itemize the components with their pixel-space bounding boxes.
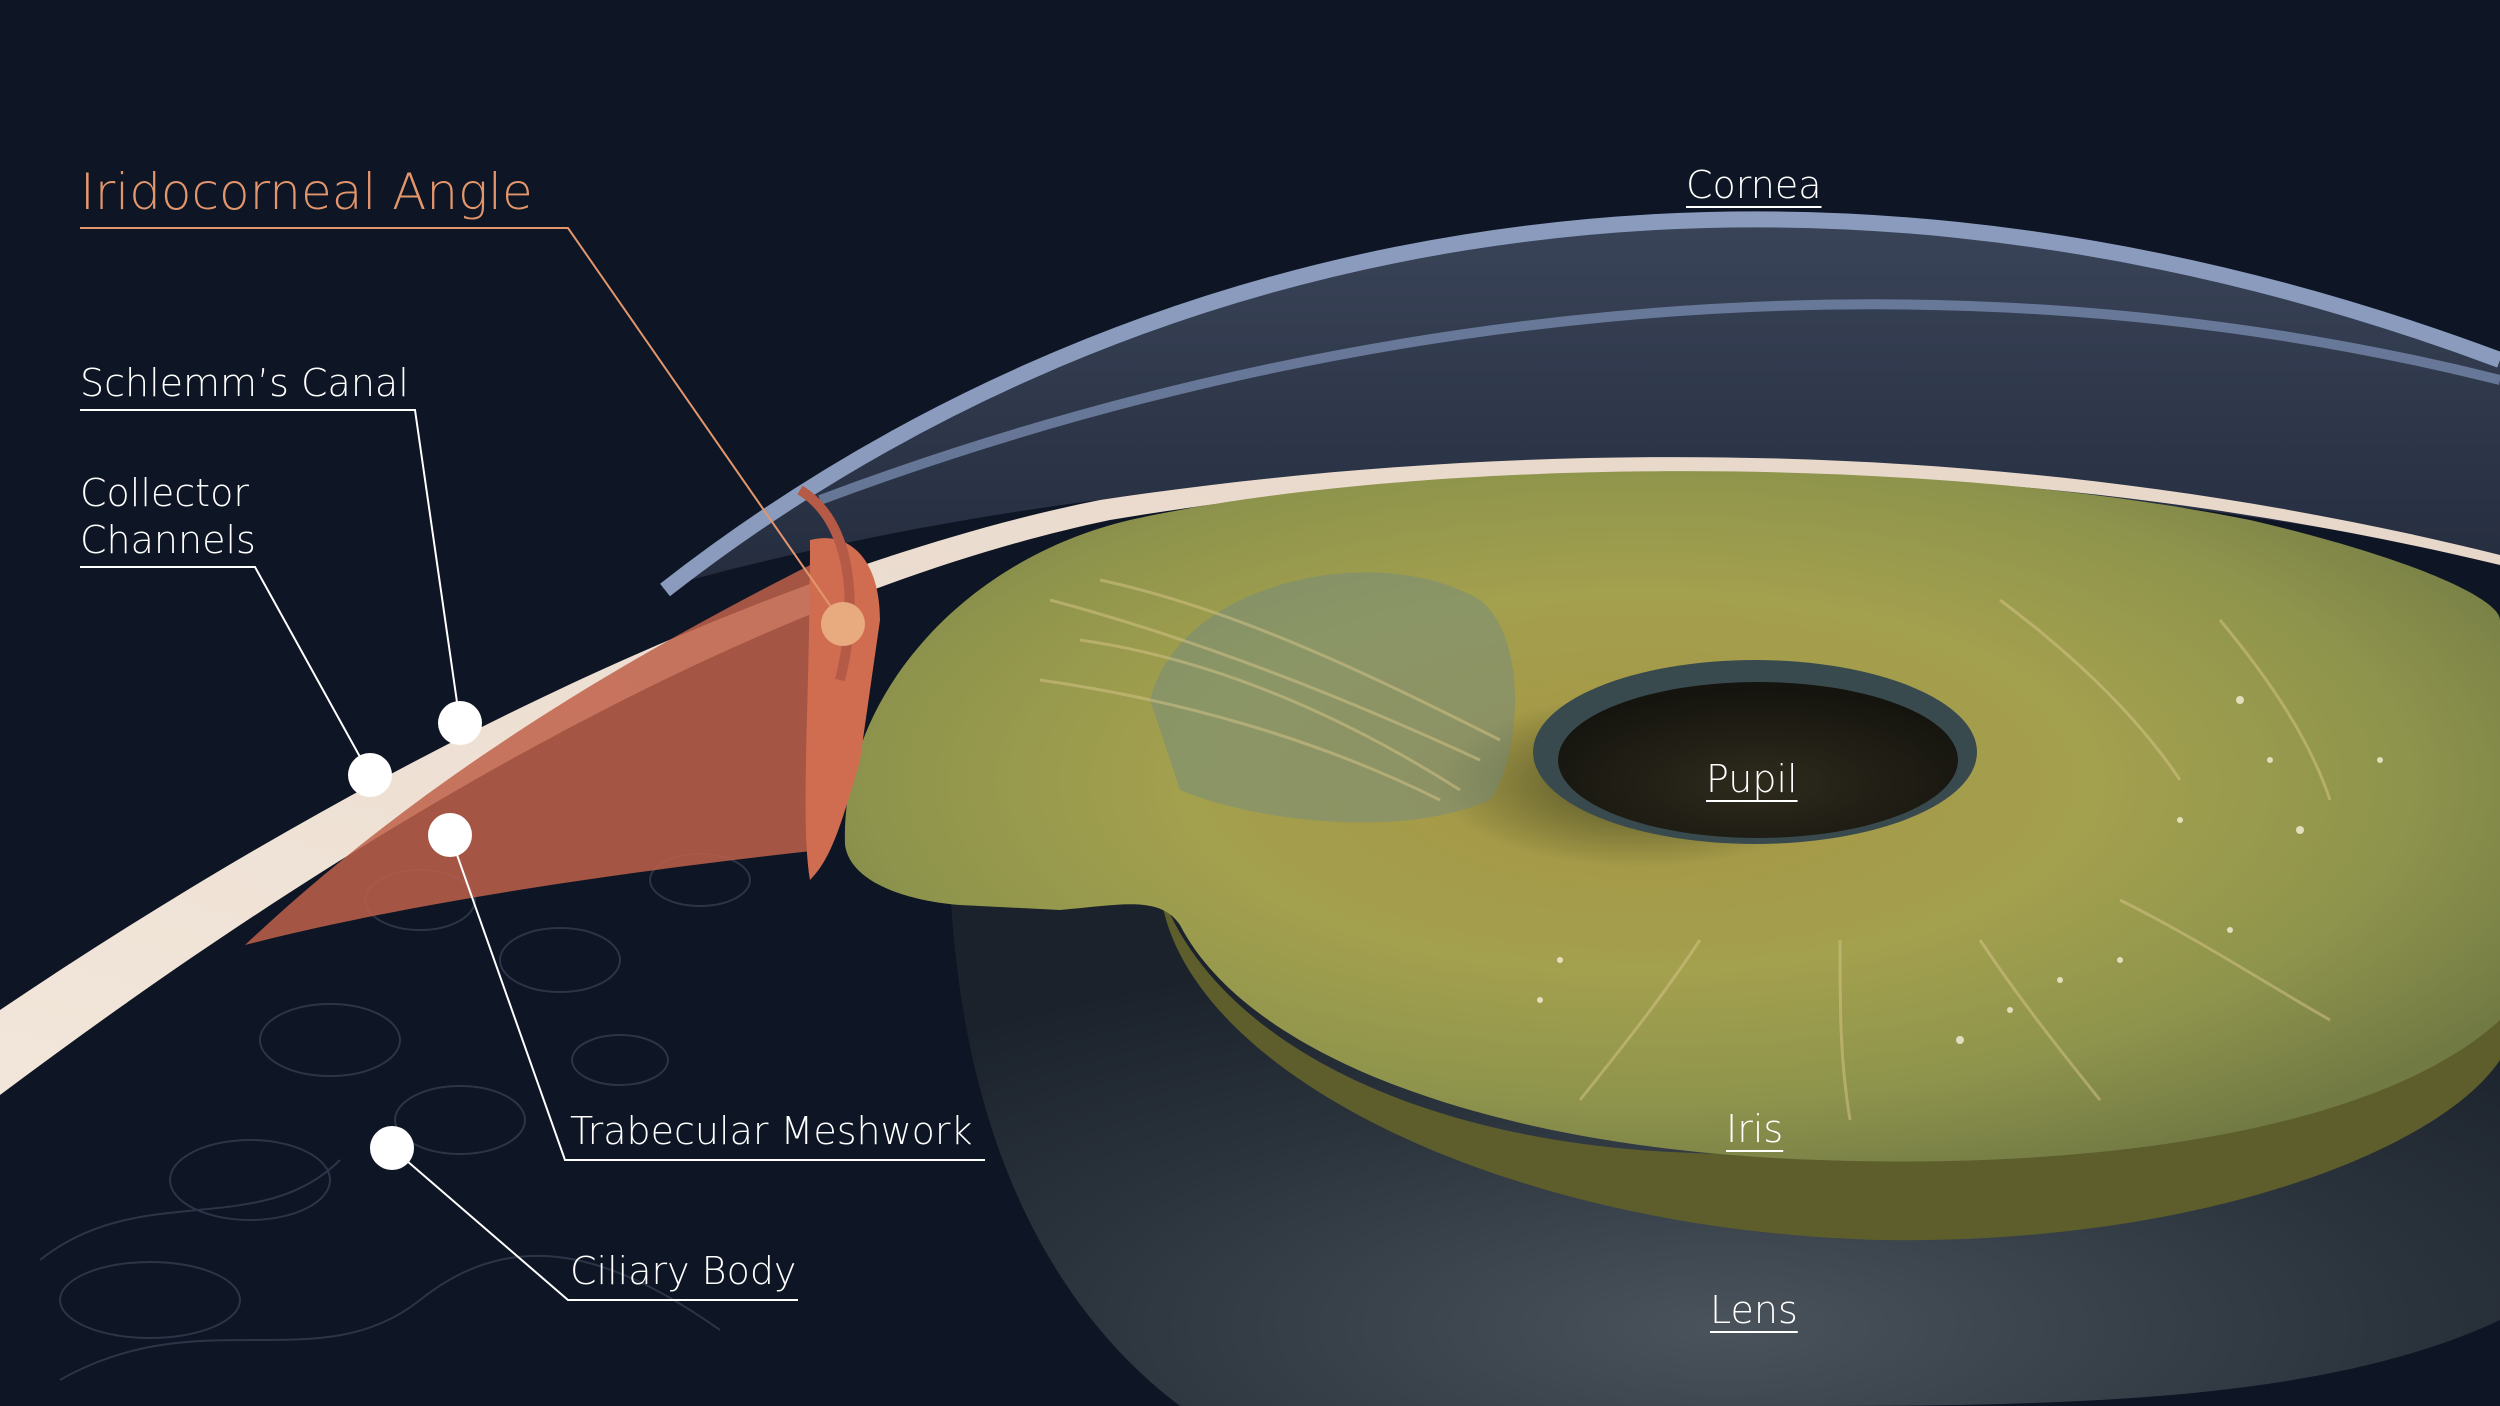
leader-collector-channels xyxy=(80,567,370,775)
label-pupil: Pupil xyxy=(1706,756,1798,802)
label-collector-channels-line2: Channels xyxy=(80,517,256,563)
label-iris: Iris xyxy=(1726,1106,1783,1152)
label-ciliary-body: Ciliary Body xyxy=(570,1248,796,1294)
label-collector-channels-line1: Collector xyxy=(80,470,249,516)
label-schlemms-canal: Schlemm’s Canal xyxy=(80,360,409,406)
marker-trabecular-meshwork xyxy=(428,813,472,857)
marker-collector-channels xyxy=(348,753,392,797)
label-trabecular-meshwork: Trabecular Meshwork xyxy=(570,1108,973,1154)
label-cornea: Cornea xyxy=(1686,162,1822,208)
trabecular-meshwork-region xyxy=(245,554,870,945)
marker-iridocorneal-angle xyxy=(821,602,865,646)
label-lens: Lens xyxy=(1710,1287,1798,1333)
marker-ciliary-body xyxy=(370,1126,414,1170)
marker-schlemms-canal xyxy=(438,701,482,745)
title-iridocorneal-angle: Iridocorneal Angle xyxy=(80,162,533,222)
